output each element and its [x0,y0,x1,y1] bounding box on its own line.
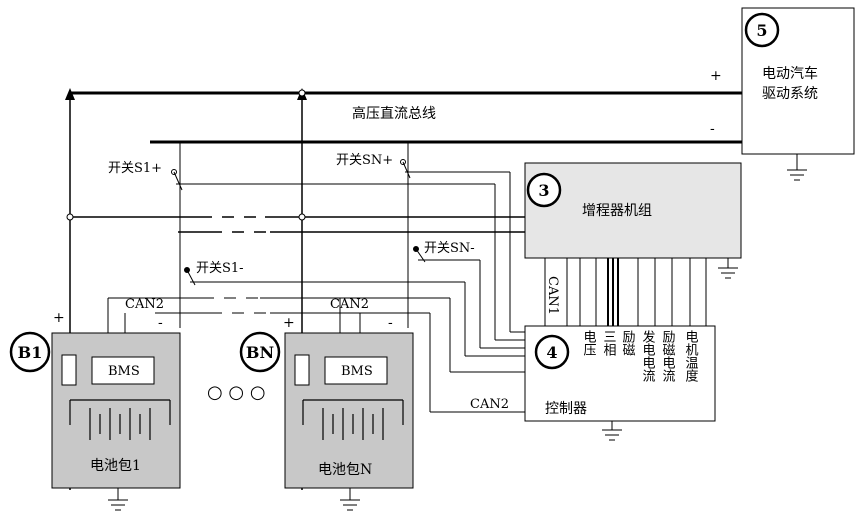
sig-gen-current: 发电电流 [640,329,656,382]
ellipsis: ○ ○ ○ [207,382,266,403]
signal-wires [544,258,707,326]
ground-icon [340,499,360,511]
can2-label-b: CAN2 [330,297,369,312]
hv-bus [65,88,742,490]
pack1-plus: + [53,310,65,326]
battery-cells-icon [69,399,171,440]
can2-label-a: CAN2 [125,297,164,312]
sig-motor-temp: 电机温度 [683,330,699,382]
pack1-id: B1 [18,343,43,362]
drive-minus: - [710,121,715,137]
drive-num: 5 [756,21,767,40]
switch-wiring [107,159,525,413]
drive-line2: 驱动系统 [762,86,818,102]
drive-system-block: 5 电动汽车 驱动系统 + - [710,7,855,181]
packn-plus: + [283,315,295,331]
switch-s1-minus: 开关S1- [196,261,244,276]
ground-icon [718,267,738,279]
bms1-label: BMS [108,364,140,379]
ctrl-label: 控制器 [545,401,587,417]
switch-sn-plus: 开关SN+ [336,153,393,168]
bmsn-label: BMS [341,364,373,379]
signal-labels: 电压 三相 励磁 发电电流 励磁电流 电机温度 [581,329,699,382]
arrow-icon [65,88,75,100]
re-num: 3 [538,181,549,200]
packn-id: BN [246,343,274,362]
can1-label: CAN1 [545,276,560,315]
packn-label: 电池包N [318,462,372,478]
drive-plus: + [710,68,722,84]
battery-pack-n: BMS + - 电池包N BN [239,315,414,511]
ground-icon [108,499,128,511]
sig-three-phase: 三相 [601,330,617,356]
sig-excitation: 励磁 [620,330,636,356]
drive-line1: 电动汽车 [762,65,818,82]
re-label: 增程器机组 [582,203,652,219]
pack1-minus: - [158,315,163,331]
switch-sn-minus: 开关SN- [424,241,475,256]
range-extender-block: 3 增程器机组 [524,162,742,279]
battery-pack-1: BMS + - 电池包1 B1 [9,310,181,511]
sig-excite-current: 励磁电流 [660,330,676,382]
ctrl-num: 4 [546,343,557,362]
packn-minus: - [388,315,393,331]
bus-title: 高压直流总线 [352,105,436,122]
ground-icon [787,169,807,181]
battery-cells-icon [302,399,404,440]
controller-block: 4 控制器 [524,325,716,441]
can2-ctrl-label: CAN2 [470,397,509,412]
relay-icon [61,354,77,386]
relay-icon [294,354,310,386]
sig-voltage: 电压 [581,330,597,356]
pack1-label: 电池包1 [90,458,141,474]
switch-s1-plus: 开关S1+ [108,161,162,176]
ground-icon [602,429,622,441]
